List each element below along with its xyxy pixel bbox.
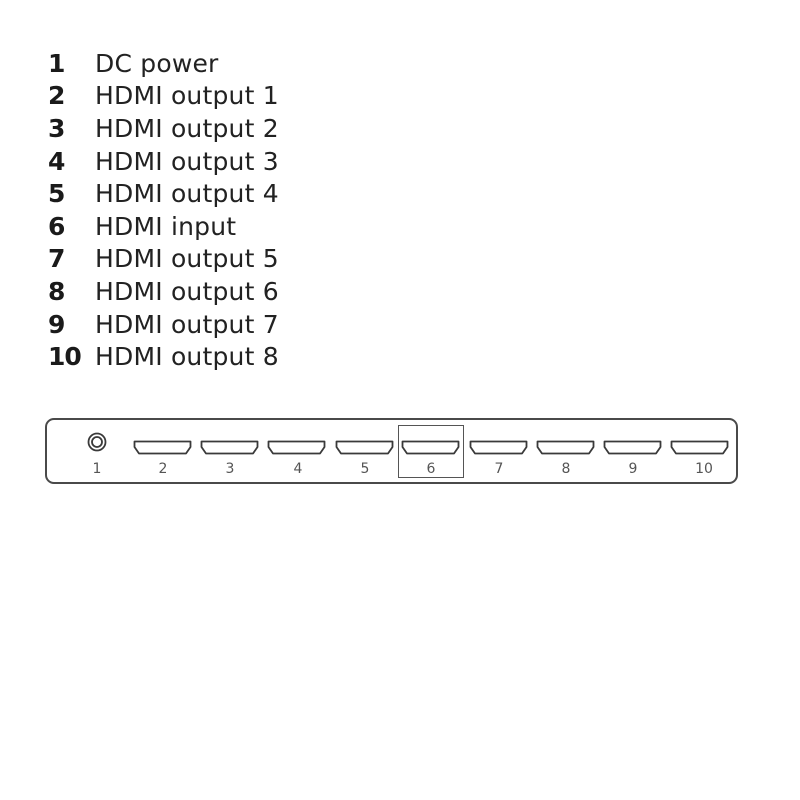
- legend-label: HDMI output 4: [95, 179, 279, 209]
- legend-number: 8: [48, 276, 65, 306]
- legend-item: 5 HDMI output 4: [48, 177, 279, 210]
- legend-number: 6: [48, 211, 65, 241]
- legend-item: 3 HDMI output 2: [48, 112, 279, 145]
- legend-number: 3: [48, 113, 65, 143]
- port-label: 6: [426, 461, 436, 477]
- input-highlight-box: [398, 425, 464, 478]
- legend-item: 2 HDMI output 1: [48, 80, 279, 113]
- hdmi-port-icon: [603, 440, 662, 455]
- legend-number: 4: [48, 146, 65, 176]
- legend-item: 7 HDMI output 5: [48, 243, 279, 276]
- port-label: 2: [158, 461, 168, 477]
- hdmi-port-icon: [267, 440, 326, 455]
- legend-number: 7: [48, 244, 65, 274]
- legend-number: 2: [48, 81, 65, 111]
- legend-label: DC power: [95, 48, 219, 78]
- hdmi-splitter-outline: [45, 418, 738, 484]
- hdmi-port-icon: [670, 440, 729, 455]
- port-label: 10: [695, 461, 713, 477]
- port-label: 7: [494, 461, 504, 477]
- legend-label: HDMI output 8: [95, 342, 279, 372]
- legend-label: HDMI output 2: [95, 113, 279, 143]
- hdmi-port-icon: [133, 440, 192, 455]
- port-label: 1: [92, 461, 102, 477]
- legend-label: HDMI input: [95, 211, 237, 241]
- port-label: 9: [628, 461, 638, 477]
- legend-number: 9: [48, 309, 65, 339]
- hdmi-port-icon: [335, 440, 394, 455]
- hdmi-port-icon: [200, 440, 259, 455]
- legend-label: HDMI output 3: [95, 146, 279, 176]
- legend-item: 10 HDMI output 8: [48, 340, 279, 373]
- legend-item: 9 HDMI output 7: [48, 308, 279, 341]
- legend-label: HDMI output 6: [95, 276, 279, 306]
- port-label: 8: [561, 461, 571, 477]
- hdmi-input-port-icon: [401, 440, 460, 455]
- hdmi-port-icon: [469, 440, 528, 455]
- legend-label: HDMI output 7: [95, 309, 279, 339]
- legend-item: 8 HDMI output 6: [48, 275, 279, 308]
- legend-number: 1: [48, 48, 65, 78]
- hdmi-port-icon: [536, 440, 595, 455]
- legend-label: HDMI output 5: [95, 244, 279, 274]
- legend-number: 5: [48, 179, 65, 209]
- legend-item: 4 HDMI output 3: [48, 145, 279, 178]
- legend-label: HDMI output 1: [95, 81, 279, 111]
- port-label: 4: [293, 461, 303, 477]
- legend-number: 10: [48, 342, 82, 372]
- dc-jack-icon: [87, 432, 107, 452]
- port-label: 5: [360, 461, 370, 477]
- legend-item: 1 DC power: [48, 47, 279, 80]
- port-label: 3: [225, 461, 235, 477]
- legend-item: 6 HDMI input: [48, 210, 279, 243]
